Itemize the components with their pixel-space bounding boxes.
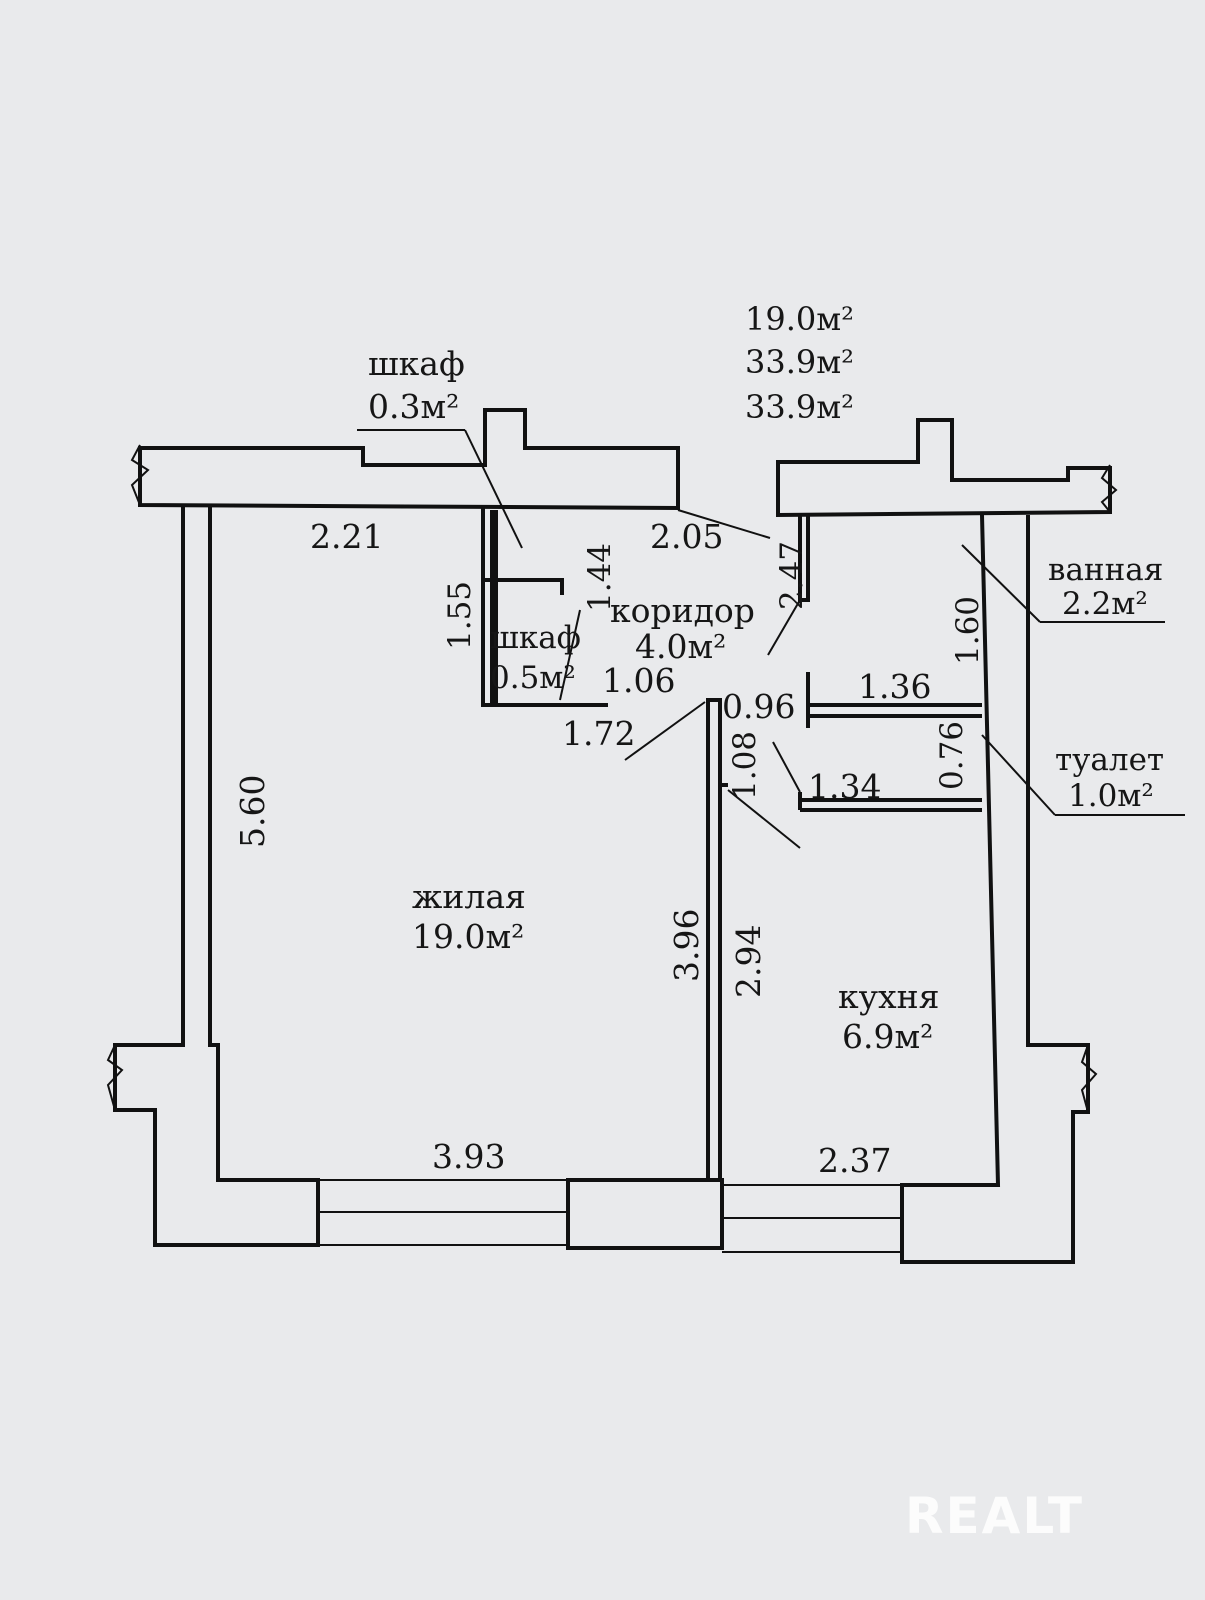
- room-living-area: 19.0м²: [412, 917, 524, 956]
- door-swing-kitchen: [727, 789, 801, 849]
- total-area-2: 33.9м²: [745, 343, 854, 381]
- dim-2-47: 2.47: [774, 541, 810, 610]
- leader-closet-top-diag: [464, 429, 523, 549]
- room-kitchen-area: 6.9м²: [842, 1017, 933, 1056]
- total-area-3: 33.9м²: [745, 388, 854, 426]
- wall-top-right: [776, 418, 1112, 518]
- dim-0-76: 0.76: [934, 721, 970, 790]
- room-living-name: жилая: [412, 877, 526, 916]
- dim-2-94: 2.94: [729, 925, 768, 998]
- room-closet-top-name: шкаф: [368, 344, 465, 383]
- dim-1-72: 1.72: [562, 714, 635, 753]
- room-bathroom-name: ванная: [1048, 552, 1163, 588]
- realt-watermark-logo: REALT: [905, 1487, 1085, 1545]
- dim-2-21: 2.21: [310, 517, 383, 556]
- room-bathroom-area: 2.2м²: [1062, 586, 1148, 622]
- wall-right: [900, 514, 1090, 1264]
- break-mark-right: [1080, 1044, 1098, 1113]
- dim-3-96: 3.96: [667, 909, 706, 982]
- dim-2-37: 2.37: [818, 1141, 891, 1180]
- dim-1-34: 1.34: [808, 767, 881, 806]
- room-closet-small-name: шкаф: [490, 620, 581, 656]
- dim-1-36: 1.36: [858, 667, 931, 706]
- wall-left: [113, 505, 320, 1247]
- wall-toilet-kitchen: [798, 792, 982, 812]
- wall-closet-top: [481, 508, 608, 707]
- dim-1-44: 1.44: [582, 543, 618, 612]
- dim-1-06: 1.06: [602, 661, 675, 700]
- room-closet-small-area: 0.5м²: [490, 660, 576, 696]
- dim-3-93: 3.93: [432, 1137, 505, 1176]
- room-toilet-name: туалет: [1055, 742, 1164, 778]
- dim-5-60: 5.60: [233, 775, 272, 848]
- door-swing-2-05: [677, 509, 771, 539]
- leader-bathroom: [961, 544, 1041, 623]
- break-mark-top-left: [130, 444, 150, 506]
- door-swing-toilet: [772, 741, 801, 793]
- dim-2-05: 2.05: [650, 517, 723, 556]
- dim-1-60: 1.60: [950, 596, 986, 665]
- wall-top-left: [138, 408, 680, 511]
- room-closet-top-area: 0.3м²: [368, 387, 459, 426]
- break-mark-top-right: [1100, 464, 1118, 513]
- door-swing-living: [624, 701, 706, 761]
- door-swing-closet-small: [559, 609, 581, 701]
- dim-0-96: 0.96: [722, 687, 795, 726]
- door-swing-corridor: [767, 599, 801, 656]
- wall-pier-middle: [566, 1178, 724, 1250]
- dim-1-55: 1.55: [442, 581, 478, 650]
- room-corridor-area: 4.0м²: [635, 627, 726, 666]
- wall-closet-post: [490, 510, 498, 705]
- break-mark-left: [106, 1044, 124, 1111]
- leader-toilet: [981, 734, 1056, 816]
- wall-corridor-bathroom: [798, 515, 810, 602]
- wall-living-kitchen: [706, 698, 722, 1182]
- room-corridor-name: коридор: [610, 591, 755, 630]
- dim-1-08: 1.08: [727, 731, 763, 800]
- room-kitchen-name: кухня: [838, 977, 939, 1016]
- room-toilet-area: 1.0м²: [1068, 778, 1154, 814]
- total-area-1: 19.0м²: [745, 300, 854, 338]
- wall-bathroom-toilet: [806, 672, 982, 728]
